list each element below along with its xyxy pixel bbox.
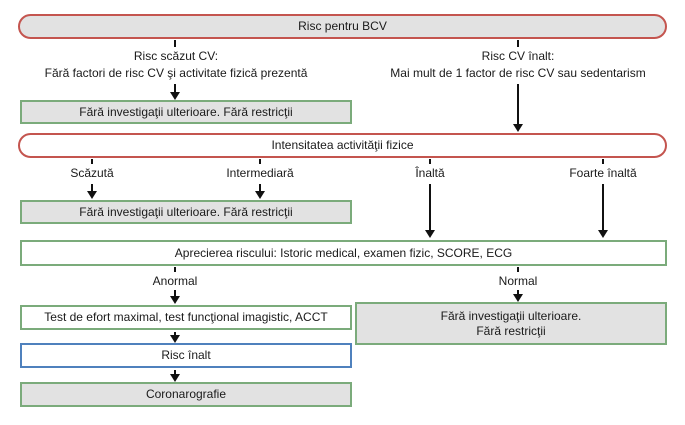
label-level-foarte-inalta: Foarte înaltă	[569, 166, 637, 180]
node-assessment-label: Aprecierea riscului: Istoric medical, ex…	[174, 245, 513, 260]
label-right-branch-title: Risc CV înalt:	[481, 49, 555, 63]
label-left-branch-desc: Fără factori de risc CV şi activitate fi…	[44, 66, 308, 80]
node-no-further-2-label: Fără investigaţii ulterioare. Fără restr…	[79, 204, 293, 219]
label-right-branch-desc: Mai mult de 1 factor de risc CV sau sede…	[390, 66, 646, 80]
connector-intermediara	[259, 184, 261, 193]
connector-left-branch	[174, 84, 176, 94]
node-high-risk-label: Risc înalt	[161, 348, 211, 362]
label-left-branch: Risc scăzut CV: Fără factori de risc CV …	[15, 48, 337, 82]
arrow-down-icon	[598, 230, 608, 238]
label-level-scazuta: Scăzută	[70, 166, 114, 180]
arrow-down-icon	[170, 335, 180, 343]
node-test-label: Test de efort maximal, test funcţional i…	[44, 310, 328, 324]
node-high-risk: Risc înalt	[20, 343, 352, 368]
node-coronarography: Coronarografie	[20, 382, 352, 407]
connector-intensity-4	[602, 159, 604, 164]
node-risc-pentru-bcv: Risc pentru BCV	[18, 14, 667, 39]
arrow-down-icon	[87, 191, 97, 199]
connector-right-branch	[517, 84, 519, 126]
node-no-further-3-line1: Fără investigaţii ulterioare.	[440, 308, 582, 323]
node-no-further-2: Fără investigaţii ulterioare. Fără restr…	[20, 200, 352, 224]
label-normal: Normal	[498, 274, 538, 288]
label-level-inalta: Înaltă	[415, 166, 445, 180]
connector-scazuta	[91, 184, 93, 193]
node-coronarography-label: Coronarografie	[145, 387, 227, 401]
node-no-further-3-line2: Fără restricţii	[476, 323, 546, 338]
node-no-further-3: Fără investigaţii ulterioare. Fără restr…	[355, 302, 667, 345]
arrow-down-icon	[513, 294, 523, 302]
node-risc-pentru-bcv-label: Risc pentru BCV	[298, 19, 387, 33]
node-no-further-1: Fără investigaţii ulterioare. Fără restr…	[20, 100, 352, 124]
connector-normal	[517, 290, 519, 296]
connector-root-right	[517, 40, 519, 47]
connector-inalta	[429, 184, 431, 232]
node-intensity: Intensitatea activităţii fizice	[18, 133, 667, 158]
label-level-intermediara: Intermediară	[226, 166, 294, 180]
label-left-branch-title: Risc scăzut CV:	[133, 49, 219, 63]
connector-root-left	[174, 40, 176, 47]
connector-intensity-1	[91, 159, 93, 164]
arrow-down-icon	[170, 296, 180, 304]
connector-assessment-right	[517, 267, 519, 272]
connector-assessment-left	[174, 267, 176, 272]
connector-abnormal	[174, 290, 176, 298]
arrow-down-icon	[425, 230, 435, 238]
label-abnormal: Anormal	[152, 274, 198, 288]
node-no-further-1-label: Fără investigaţii ulterioare. Fără restr…	[79, 104, 293, 119]
node-test: Test de efort maximal, test funcţional i…	[20, 305, 352, 330]
arrow-down-icon	[513, 124, 523, 132]
label-right-branch: Risc CV înalt: Mai mult de 1 factor de r…	[357, 48, 679, 82]
connector-intensity-3	[429, 159, 431, 164]
arrow-down-icon	[170, 374, 180, 382]
node-assessment: Aprecierea riscului: Istoric medical, ex…	[20, 240, 667, 266]
arrow-down-icon	[255, 191, 265, 199]
connector-highrisk-corona	[174, 370, 176, 377]
node-intensity-label: Intensitatea activităţii fizice	[271, 138, 414, 152]
connector-intensity-2	[259, 159, 261, 164]
arrow-down-icon	[170, 92, 180, 100]
connector-foarte-inalta	[602, 184, 604, 232]
